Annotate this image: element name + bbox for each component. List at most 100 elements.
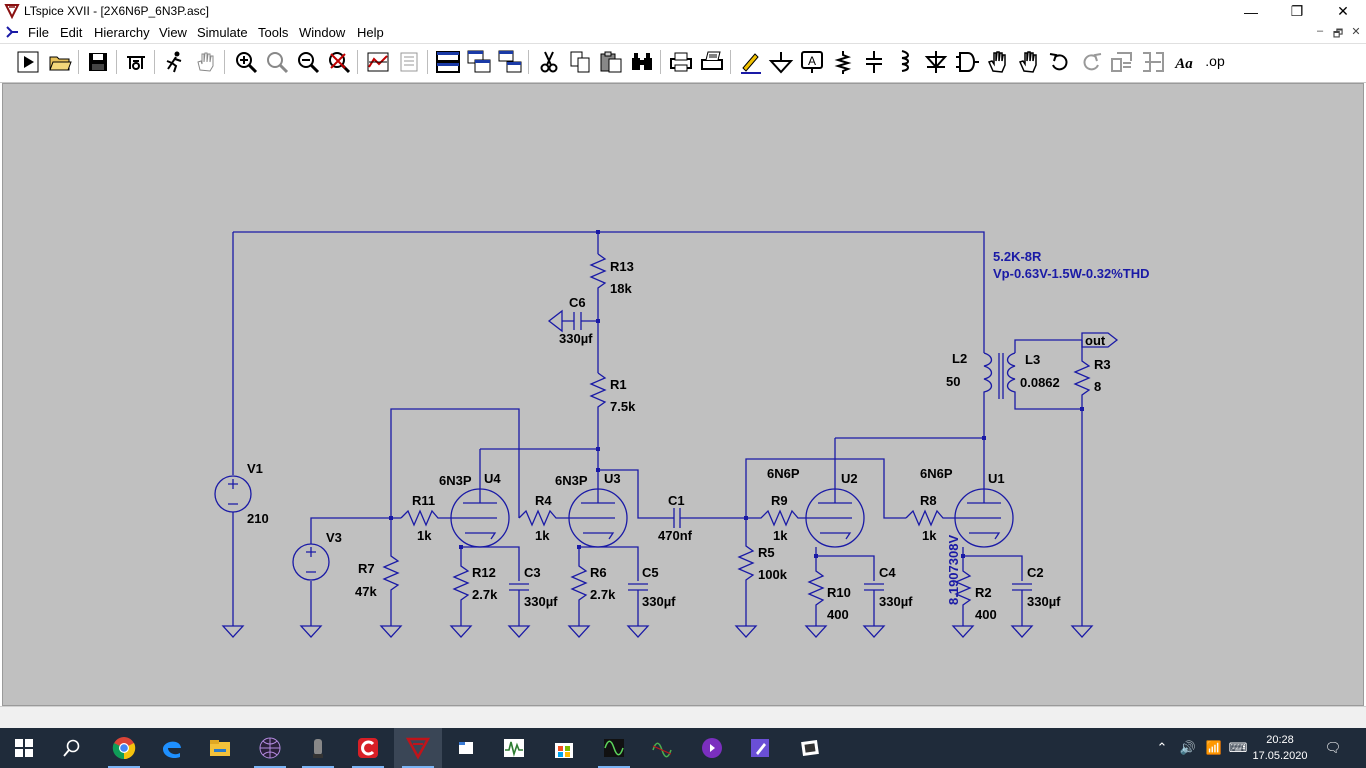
taskbar-edge[interactable]	[148, 728, 196, 768]
r7-value[interactable]: 47k	[355, 584, 377, 599]
copy-button[interactable]	[567, 49, 593, 75]
r6-value[interactable]: 2.7k	[590, 587, 616, 602]
menu-view[interactable]: View	[159, 25, 187, 40]
redo-button[interactable]	[1078, 49, 1104, 75]
move-button[interactable]	[985, 49, 1011, 75]
r12-value[interactable]: 2.7k	[472, 587, 498, 602]
menu-edit[interactable]: Edit	[60, 25, 83, 40]
start-button[interactable]	[0, 728, 48, 768]
c5-value[interactable]: 330µf	[642, 594, 676, 609]
text-button[interactable]: Aa	[1171, 49, 1197, 75]
r1-value[interactable]: 7.5k	[610, 399, 636, 414]
tile-horizontal-button[interactable]	[435, 49, 461, 75]
restore-button[interactable]: ❐	[1274, 0, 1320, 23]
paste-button[interactable]	[598, 49, 624, 75]
menu-hierarchy[interactable]: Hierarchy	[94, 25, 150, 40]
r9-name[interactable]: R9	[771, 493, 788, 508]
r9-value[interactable]: 1k	[773, 528, 788, 543]
mdi-close-button[interactable]: ✕	[1351, 26, 1361, 38]
cut-button[interactable]	[536, 49, 562, 75]
notification-icon[interactable]: 🗨	[1324, 740, 1342, 755]
l2-value[interactable]: 50	[946, 374, 960, 389]
taskbar-ccleaner[interactable]	[344, 728, 392, 768]
document-icon[interactable]	[4, 24, 20, 40]
menu-window[interactable]: Window	[299, 25, 346, 40]
r8-name[interactable]: R8	[920, 493, 937, 508]
schematic-canvas[interactable]: V1 210 V3 R13 18k C6 330µf R1 7.5k R11 1…	[2, 83, 1364, 706]
taskbar-scope[interactable]	[490, 728, 538, 768]
tile-vertical-button[interactable]	[497, 49, 523, 75]
c4-value[interactable]: 330µf	[879, 594, 913, 609]
r11-value[interactable]: 1k	[417, 528, 432, 543]
r8-value[interactable]: 1k	[922, 528, 937, 543]
diode-button[interactable]	[923, 49, 949, 75]
resistor-button[interactable]	[830, 49, 856, 75]
cascade-button[interactable]	[466, 49, 492, 75]
r3-value[interactable]: 8	[1094, 379, 1101, 394]
mdi-minimize-button[interactable]: –	[1316, 25, 1324, 37]
c3-name[interactable]: C3	[524, 565, 541, 580]
l3-name[interactable]: L3	[1025, 352, 1040, 367]
language-icon[interactable]: ⌨	[1228, 740, 1248, 755]
taskbar-editor[interactable]	[736, 728, 784, 768]
taskbar-folder[interactable]	[442, 728, 490, 768]
c3-value[interactable]: 330µf	[524, 594, 558, 609]
r13-value[interactable]: 18k	[610, 281, 632, 296]
mdi-restore-button[interactable]: 🗗	[1332, 28, 1344, 40]
open-button[interactable]	[47, 49, 73, 75]
r2-name[interactable]: R2	[975, 585, 992, 600]
component-button[interactable]	[954, 49, 980, 75]
l3-value[interactable]: 0.0862	[1020, 375, 1060, 390]
undo-button[interactable]	[1047, 49, 1073, 75]
c5-name[interactable]: C5	[642, 565, 659, 580]
taskbar-app-globe[interactable]	[246, 728, 294, 768]
zoom-cancel-button[interactable]	[326, 49, 352, 75]
v1-value[interactable]: 210	[247, 511, 269, 526]
drag-button[interactable]	[1016, 49, 1042, 75]
voltage-probe-label[interactable]: 8.1907308V	[946, 535, 961, 605]
mirror-button[interactable]	[1140, 49, 1166, 75]
taskbar-tube-app[interactable]	[294, 728, 342, 768]
taskbar-speaker[interactable]	[688, 728, 736, 768]
r4-name[interactable]: R4	[535, 493, 552, 508]
volume-icon[interactable]: 🔊	[1179, 740, 1197, 755]
u2-model[interactable]: 6N6P	[767, 466, 800, 481]
draw-wire-button[interactable]	[737, 49, 763, 75]
u2-name[interactable]: U2	[841, 471, 858, 486]
zoom-in-button[interactable]	[233, 49, 259, 75]
u1-model[interactable]: 6N6P	[920, 466, 953, 481]
taskbar-camera[interactable]	[786, 728, 834, 768]
r13-name[interactable]: R13	[610, 259, 634, 274]
taskbar-chrome[interactable]	[100, 728, 148, 768]
save-button[interactable]	[85, 49, 111, 75]
ground-button[interactable]	[768, 49, 794, 75]
r12-name[interactable]: R12	[472, 565, 496, 580]
network-icon[interactable]: 📶	[1205, 740, 1223, 755]
c1-name[interactable]: C1	[668, 493, 685, 508]
comment-impedance[interactable]: 5.2K-8R	[993, 249, 1042, 264]
r7-name[interactable]: R7	[358, 561, 375, 576]
r10-value[interactable]: 400	[827, 607, 849, 622]
minimize-button[interactable]: —	[1228, 0, 1274, 23]
c1-value[interactable]: 470nf	[658, 528, 693, 543]
menu-tools[interactable]: Tools	[258, 25, 289, 40]
inductor-button[interactable]	[892, 49, 918, 75]
c4-name[interactable]: C4	[879, 565, 896, 580]
autorange-button[interactable]	[365, 49, 391, 75]
zoom-out-button[interactable]	[295, 49, 321, 75]
pan-button[interactable]	[193, 49, 219, 75]
menu-help[interactable]: Help	[357, 25, 384, 40]
r11-name[interactable]: R11	[412, 493, 435, 508]
close-button[interactable]: ✕	[1320, 0, 1366, 23]
l2-name[interactable]: L2	[952, 351, 967, 366]
print-button[interactable]	[668, 49, 694, 75]
r1-name[interactable]: R1	[610, 377, 627, 392]
r3-name[interactable]: R3	[1094, 357, 1111, 372]
c2-value[interactable]: 330µf	[1027, 594, 1061, 609]
find-button[interactable]	[629, 49, 655, 75]
taskbar-file-explorer[interactable]	[196, 728, 244, 768]
menu-simulate[interactable]: Simulate	[197, 25, 248, 40]
zoom-fit-button[interactable]	[264, 49, 290, 75]
u4-name[interactable]: U4	[484, 471, 501, 486]
r6-name[interactable]: R6	[590, 565, 607, 580]
